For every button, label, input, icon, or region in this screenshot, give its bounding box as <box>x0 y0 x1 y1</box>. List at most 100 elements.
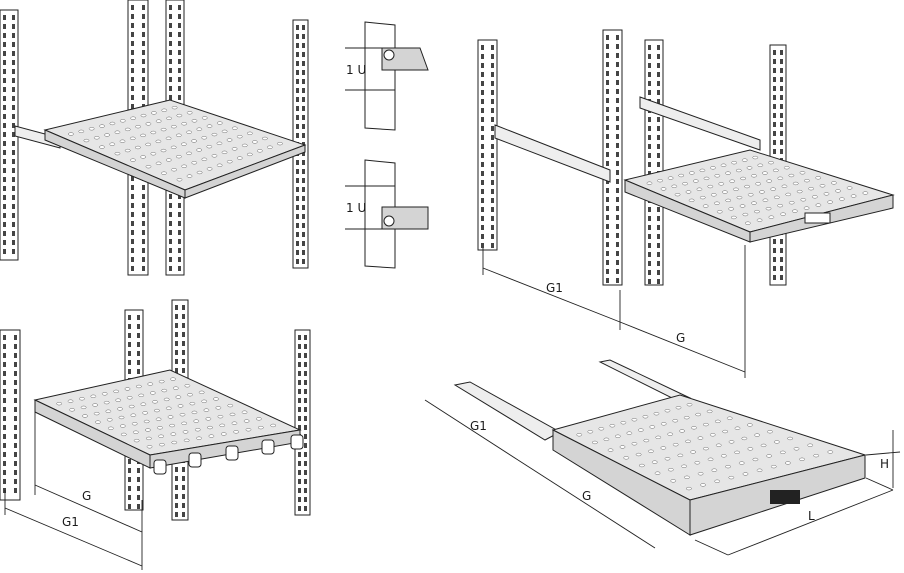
mounting-hole <box>302 61 305 66</box>
vent-hole <box>803 206 810 210</box>
mounting-hole <box>3 168 6 173</box>
cable-management-rings <box>153 434 304 475</box>
mounting-hole <box>12 42 15 47</box>
vent-hole <box>660 446 667 450</box>
mounting-hole <box>3 249 6 254</box>
mounting-hole <box>648 90 651 95</box>
mounting-hole <box>773 50 776 55</box>
mounting-hole <box>302 43 305 48</box>
vent-hole <box>692 179 699 183</box>
vent-hole <box>189 401 196 406</box>
mounting-hole <box>296 241 299 246</box>
vent-hole <box>213 397 219 401</box>
vent-hole <box>208 434 215 438</box>
mounting-hole <box>169 41 172 46</box>
vent-hole <box>773 195 780 199</box>
mounting-hole <box>3 204 6 209</box>
mounting-hole <box>3 141 6 146</box>
mounting-hole <box>169 77 172 82</box>
vent-hole <box>768 160 774 165</box>
vent-hole <box>766 179 773 183</box>
mounting-hole <box>606 269 609 274</box>
mounting-hole <box>481 180 484 185</box>
mounting-hole <box>12 69 15 74</box>
mounting-hole <box>481 63 484 68</box>
mounting-hole <box>175 467 178 472</box>
mounting-hole <box>606 206 609 211</box>
mounting-hole <box>616 278 619 283</box>
vent-hole <box>221 129 228 134</box>
vent-hole <box>787 436 793 441</box>
mounting-hole <box>142 77 145 82</box>
mounting-hole <box>169 23 172 28</box>
vent-hole <box>257 149 263 153</box>
mounting-hole <box>481 72 484 77</box>
mounting-hole <box>648 216 651 221</box>
mounting-hole <box>3 33 6 38</box>
mounting-hole <box>302 115 305 120</box>
mounting-hole <box>616 161 619 166</box>
mounting-hole <box>773 59 776 64</box>
mounting-hole <box>302 250 305 255</box>
vent-hole <box>99 124 105 128</box>
vent-hole <box>193 419 200 423</box>
mounting-hole <box>648 54 651 59</box>
vent-hole <box>231 126 238 130</box>
vent-hole <box>770 464 777 469</box>
vent-hole <box>151 111 157 115</box>
mounting-hole <box>773 113 776 118</box>
vent-hole <box>642 415 649 419</box>
vent-hole <box>631 442 638 446</box>
vent-hole <box>247 131 253 135</box>
vent-hole <box>142 411 148 415</box>
vent-hole <box>671 184 678 188</box>
mounting-hole <box>657 45 660 50</box>
vent-hole <box>160 148 167 153</box>
mounting-hole <box>491 225 494 230</box>
vent-hole <box>686 403 693 407</box>
mounting-hole <box>3 362 6 367</box>
mounting-hole <box>648 63 651 68</box>
depth-label: G <box>82 489 91 503</box>
mounting-hole <box>12 123 15 128</box>
vent-hole <box>196 148 203 152</box>
vent-hole <box>158 434 164 438</box>
vent-hole <box>109 121 116 126</box>
mounting-hole <box>14 362 17 367</box>
vent-hole <box>243 419 250 423</box>
vent-hole <box>176 178 183 182</box>
vent-hole <box>729 179 736 183</box>
vent-hole <box>690 450 696 454</box>
vent-hole <box>216 141 223 145</box>
mounting-hole <box>606 233 609 238</box>
vent-hole <box>664 457 671 461</box>
mounting-hole <box>296 70 299 75</box>
mounting-hole <box>298 416 301 421</box>
mounting-hole <box>137 504 140 509</box>
mounting-hole <box>491 243 494 248</box>
vent-hole <box>738 461 745 465</box>
mounting-hole <box>131 230 134 235</box>
vent-hole <box>163 397 170 402</box>
mounting-hole <box>3 186 6 191</box>
mounting-hole <box>304 443 307 448</box>
vent-hole <box>184 384 191 388</box>
vent-hole <box>720 454 727 458</box>
mounting-hole <box>12 141 15 146</box>
mounting-hole <box>178 23 181 28</box>
mounting-hole <box>178 95 181 100</box>
vent-hole <box>114 151 121 156</box>
mounting-hole <box>296 259 299 264</box>
vent-hole <box>229 412 236 417</box>
mounting-hole <box>131 176 134 181</box>
mounting-hole <box>657 81 660 86</box>
mounting-hole <box>606 143 609 148</box>
mounting-hole <box>657 153 660 158</box>
mounting-hole <box>616 224 619 229</box>
mounting-hole <box>175 305 178 310</box>
mounting-hole <box>3 150 6 155</box>
mounting-hole <box>169 86 172 91</box>
vent-hole <box>714 419 721 424</box>
mounting-hole <box>606 134 609 139</box>
